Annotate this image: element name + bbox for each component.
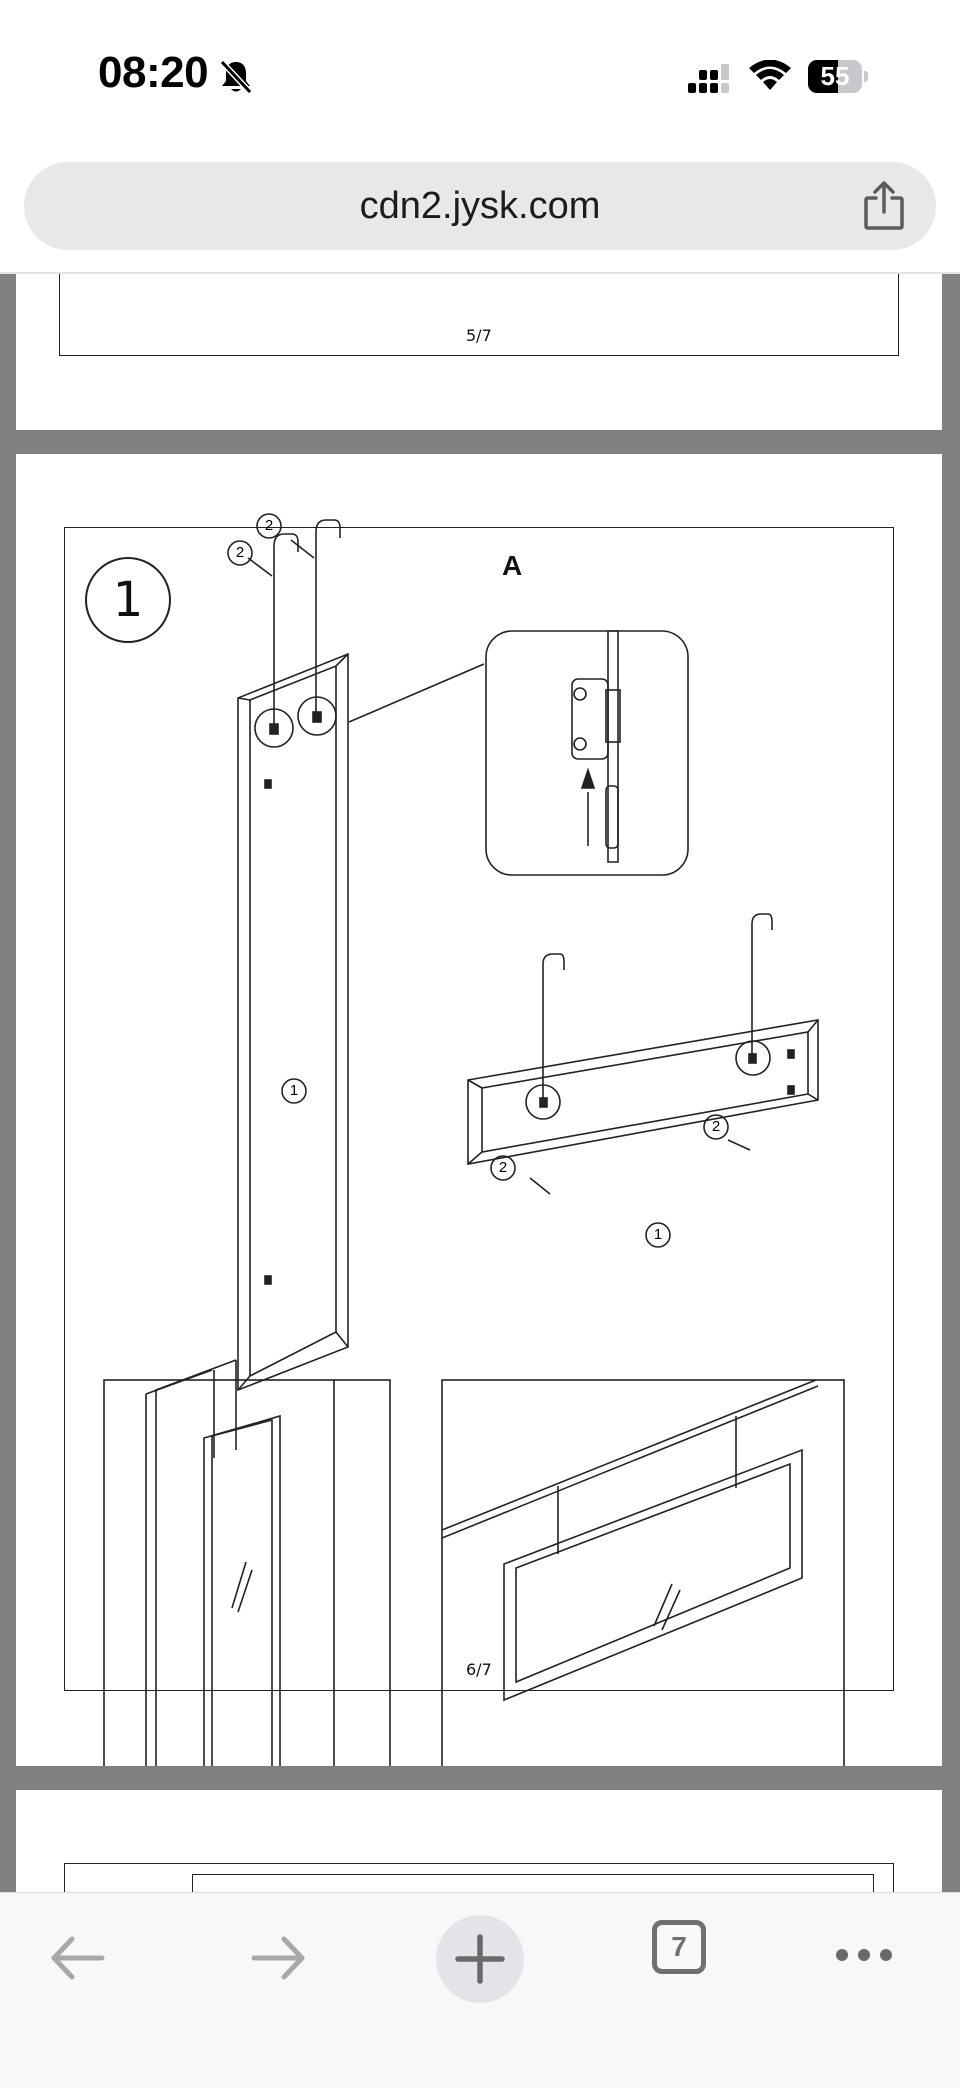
part-label-circle xyxy=(703,1114,729,1140)
status-time: 08:20 xyxy=(98,48,209,97)
battery-level: 55 xyxy=(820,61,850,91)
section-label: A xyxy=(502,550,523,581)
back-arrow-icon[interactable] xyxy=(48,1933,108,1983)
part-label: 2 xyxy=(235,544,245,561)
wifi-icon xyxy=(749,60,791,90)
tabs-button[interactable]: 7 xyxy=(652,1920,706,1974)
step-number: 1 xyxy=(112,572,144,628)
inner-frame xyxy=(192,1874,874,1892)
bottom-toolbar: 7 xyxy=(0,1892,960,2088)
status-bar: 08:20 55 xyxy=(0,0,960,150)
page-frame xyxy=(64,527,894,1691)
page-frame xyxy=(64,1863,894,1892)
pdf-viewer[interactable]: 5/7 xyxy=(0,274,960,1892)
bell-slash-icon xyxy=(219,59,253,95)
part-label-circle xyxy=(645,1222,671,1248)
plus-icon xyxy=(455,1934,505,1984)
page-number: 6/7 xyxy=(466,1660,492,1679)
forward-arrow-icon[interactable] xyxy=(248,1933,308,1983)
pdf-page-5: 5/7 xyxy=(16,274,942,430)
new-tab-button[interactable] xyxy=(436,1915,524,2003)
part-label: 2 xyxy=(498,1159,508,1176)
battery-icon: 55 xyxy=(808,60,870,93)
part-label-circle xyxy=(227,540,253,566)
assembly-illustration xyxy=(85,513,845,1766)
part-label-circle xyxy=(490,1155,516,1181)
pdf-page-6: 1 A 2 2 1 2 2 1 6/7 xyxy=(16,454,942,1766)
part-label-circle xyxy=(281,1078,307,1104)
part-label: 1 xyxy=(653,1226,663,1243)
step-circle xyxy=(85,557,171,643)
part-label: 2 xyxy=(264,517,274,534)
page-frame xyxy=(59,274,899,356)
address-bar[interactable]: cdn2.jysk.com xyxy=(24,162,936,250)
url-text: cdn2.jysk.com xyxy=(359,185,601,227)
part-label-circle xyxy=(256,513,282,539)
part-label: 1 xyxy=(289,1082,299,1099)
share-icon[interactable] xyxy=(862,180,906,232)
more-icon[interactable] xyxy=(834,1947,894,1963)
page-number: 5/7 xyxy=(466,326,492,345)
part-label: 2 xyxy=(711,1118,721,1135)
pdf-page-7 xyxy=(16,1790,942,1892)
cellular-signal-icon xyxy=(688,64,729,93)
header-divider xyxy=(0,272,960,274)
